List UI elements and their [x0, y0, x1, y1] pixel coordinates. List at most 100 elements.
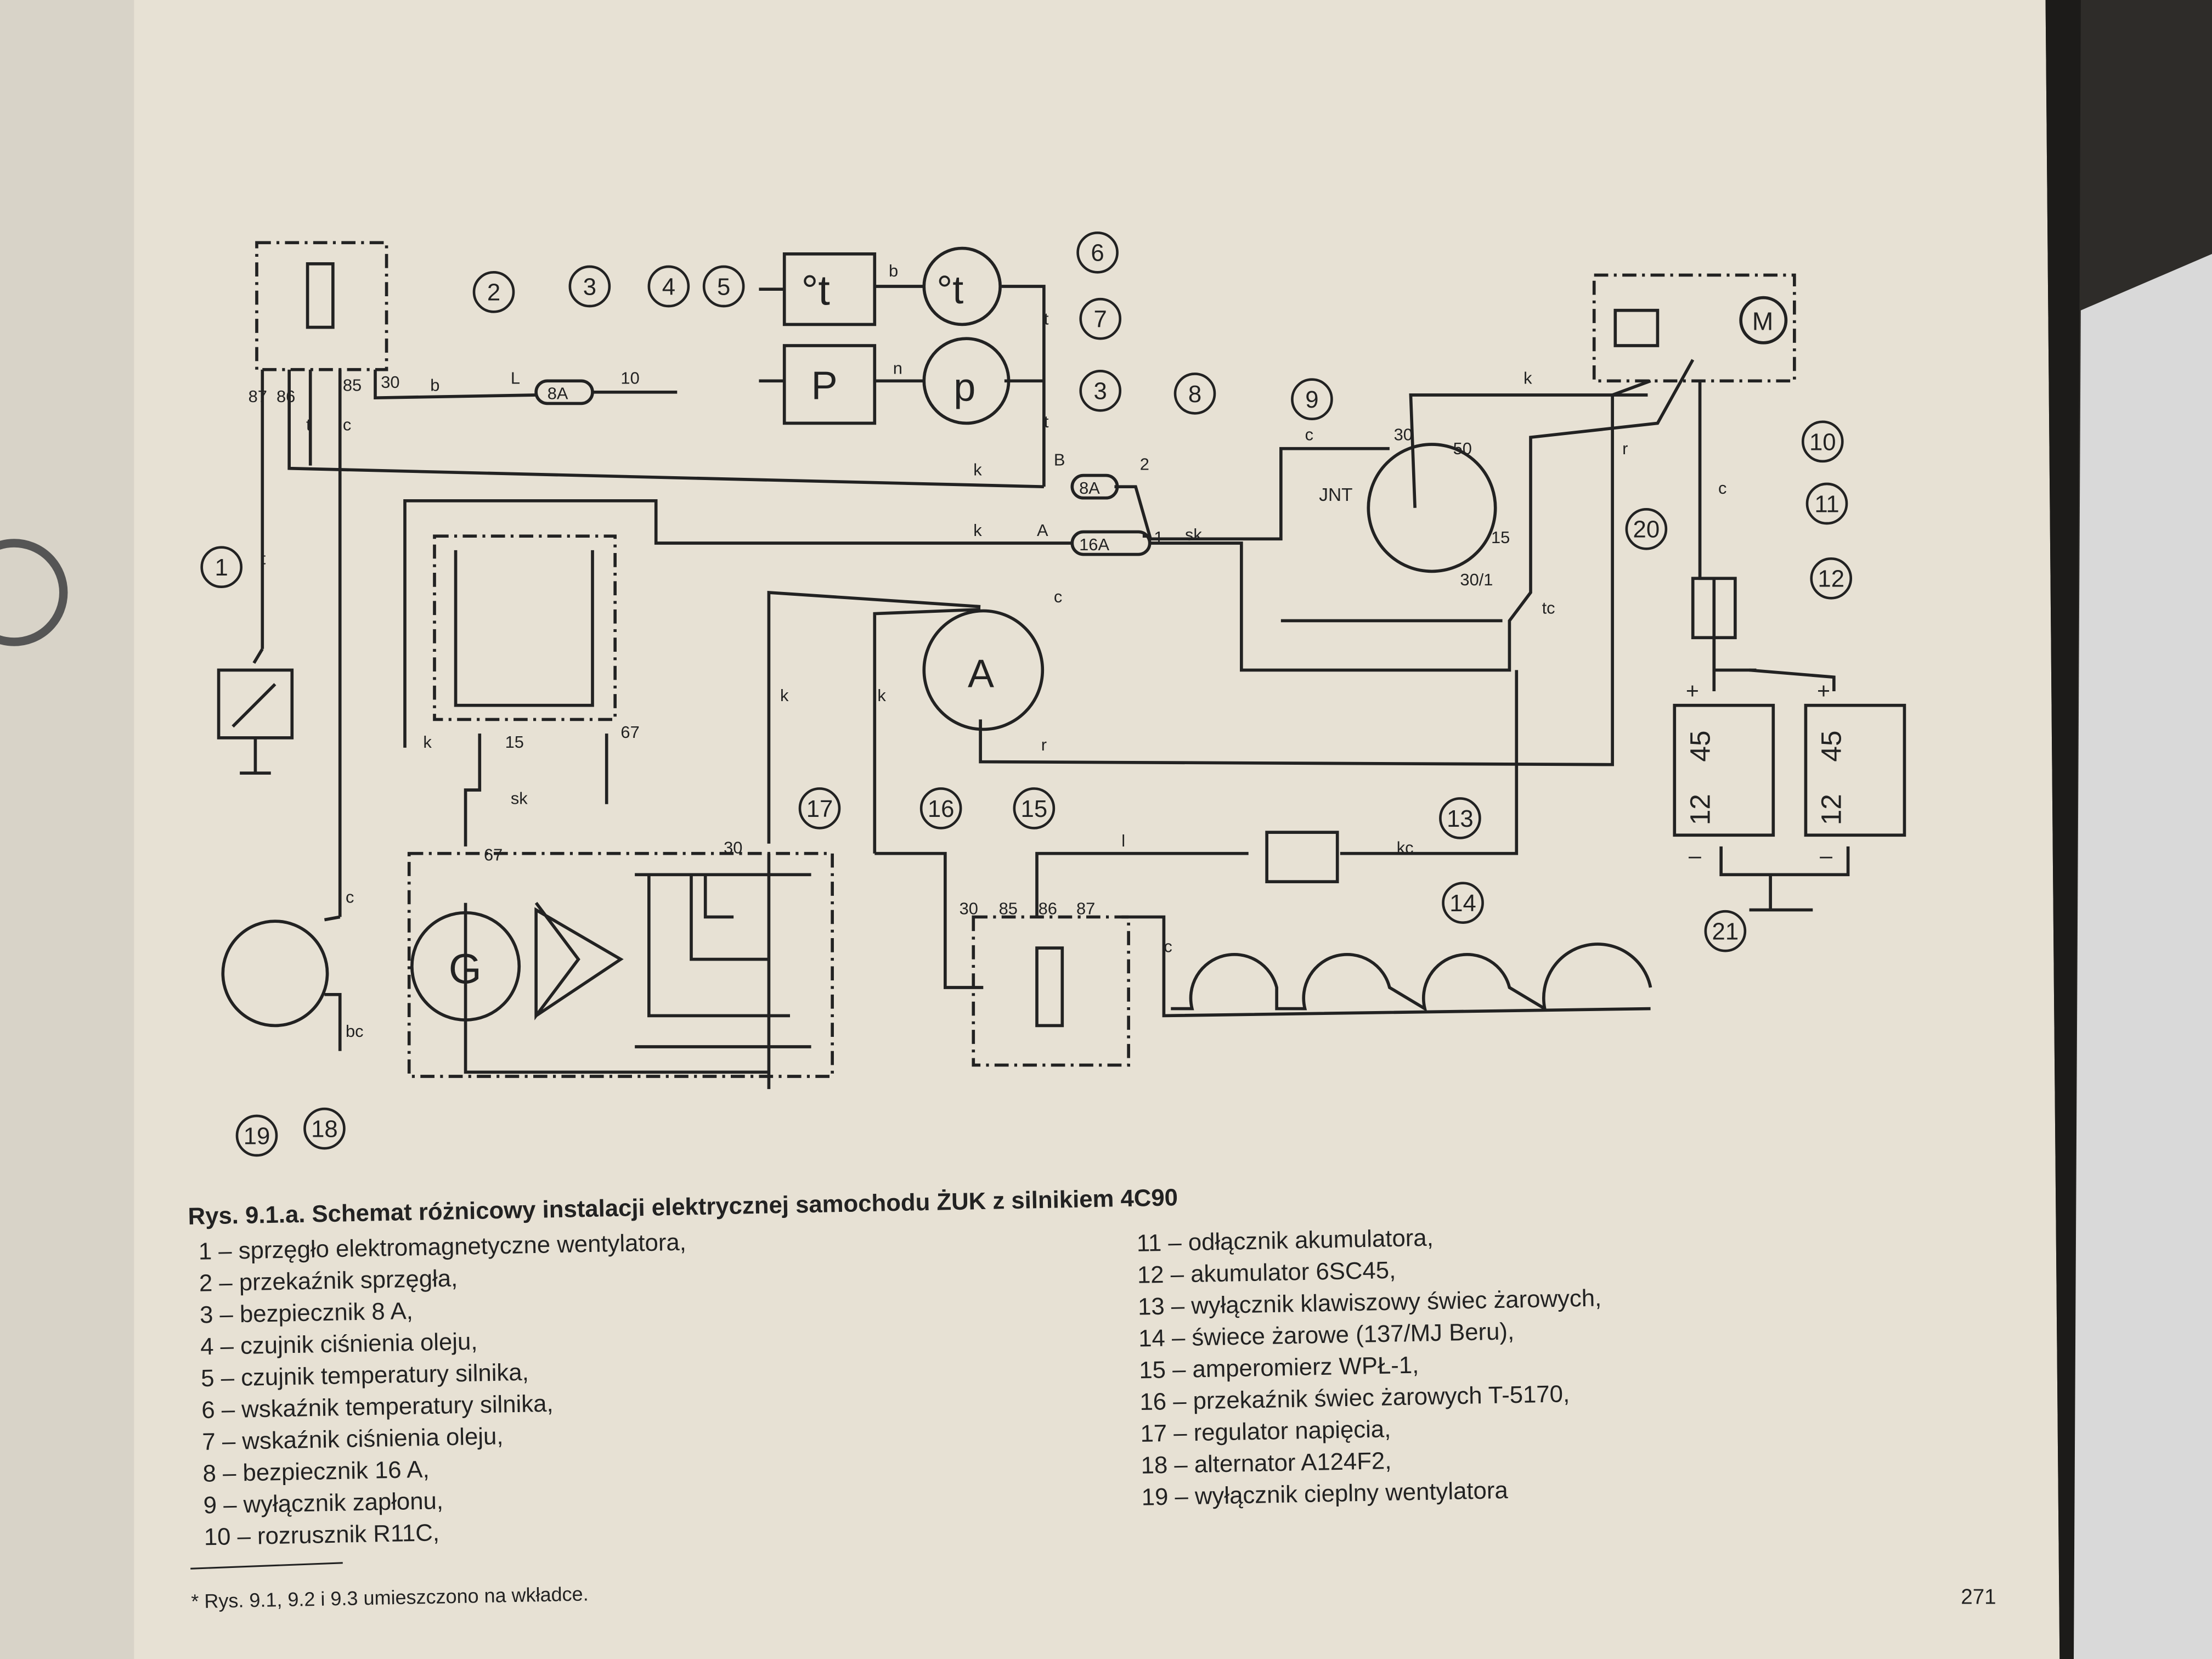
pressure-gauge-7: [922, 337, 1011, 425]
temp-sensor-5: [782, 252, 877, 326]
wire-label: 85: [343, 375, 362, 394]
legend-item: 4 – czujnik ciśnienia oleju,: [200, 1328, 478, 1361]
temp-gauge-symbol: °t: [936, 268, 963, 312]
wire-label: k: [973, 521, 982, 540]
wire-label: c: [1054, 587, 1062, 606]
wire-label: k: [780, 686, 789, 705]
starter-motor-m: [1739, 296, 1788, 345]
callout-number: 3: [583, 273, 596, 300]
callout-circle: [1076, 231, 1119, 274]
callout-number: 13: [1447, 805, 1474, 832]
callout-number: 9: [1305, 386, 1318, 413]
wire-label: t: [261, 549, 266, 568]
generator-g: [410, 911, 521, 1022]
left-page-edge: [0, 0, 142, 1659]
ammeter-15: [922, 609, 1045, 731]
wire-label: l: [1121, 831, 1125, 850]
generator-symbol: G: [449, 945, 482, 992]
wire-label: k: [877, 686, 886, 705]
starter-motor-symbol: M: [1752, 307, 1774, 336]
callout-circle: [1013, 787, 1056, 830]
wire-label: c: [1305, 425, 1313, 444]
callout-number: 4: [662, 273, 675, 300]
book-cover-edge: [2045, 0, 2081, 1659]
wire-label: 30: [1394, 425, 1413, 444]
wire-label: 50: [1453, 439, 1472, 458]
legend-item: 3 – bezpiecznik 8 A,: [200, 1297, 414, 1328]
wire-label: c: [1718, 478, 1726, 498]
callout-circle: [303, 1107, 346, 1150]
wire-label: B: [1054, 450, 1065, 470]
legend-item: 9 – wyłącznik zapłonu,: [203, 1487, 443, 1519]
pressure-sensor-symbol: P: [811, 364, 838, 408]
wire-label: t: [306, 415, 311, 434]
wire-label: r: [1041, 735, 1047, 754]
wire-label: tc: [1542, 599, 1555, 618]
wire-label: n: [893, 358, 902, 377]
wire-label: sk: [1185, 525, 1202, 544]
callout-circle: [1805, 482, 1848, 525]
ammeter-symbol: A: [968, 652, 994, 696]
wire-label: b: [889, 261, 898, 280]
callout-circle: [1291, 378, 1333, 421]
fuse-3a: [534, 379, 594, 405]
callout-circle: [235, 1114, 278, 1157]
callout-number: 5: [717, 273, 730, 300]
pressure-gauge-symbol: p: [953, 365, 975, 409]
wire-label: 86: [276, 387, 295, 406]
legend-item: 11 – odłącznik akumulatora,: [1136, 1224, 1434, 1257]
wire-label: b: [430, 375, 439, 394]
components: [221, 246, 1788, 1028]
component-symbols: °t °t P p A G M JNT 8A 8A 16A + + – – 12…: [449, 267, 1847, 992]
wire-label: 67: [620, 723, 639, 742]
wire-label: A: [1037, 521, 1048, 540]
callout-number: 8: [1188, 381, 1201, 408]
callout-circle: [919, 787, 962, 830]
callout-circle: [1079, 369, 1122, 412]
legend-item: 12 – akumulator 6SC45,: [1137, 1257, 1396, 1289]
callout-circle: [798, 787, 841, 830]
fuse-label: 16A: [1079, 535, 1109, 554]
battery-capacity: 45: [1684, 730, 1716, 761]
callout-number: 6: [1091, 240, 1104, 267]
callout-number: 11: [1814, 490, 1839, 517]
callout-number: 12: [1818, 566, 1844, 592]
callout-number: 10: [1809, 428, 1836, 455]
legend-item: 5 – czujnik temperatury silnika,: [201, 1359, 529, 1392]
wire-label: t: [1044, 412, 1049, 431]
callout-number: 7: [1094, 306, 1107, 333]
wire-label: L: [511, 368, 520, 387]
callout-circle: [1704, 910, 1747, 952]
callout-circle: [472, 270, 515, 313]
callout-number: 3: [1094, 378, 1107, 405]
callout-number: 17: [806, 795, 833, 822]
wire-label: 85: [999, 899, 1018, 918]
callout-circle: [1801, 420, 1844, 463]
callout-number: 2: [487, 279, 500, 306]
wire-label: c: [346, 888, 354, 907]
wire-label: 10: [620, 368, 639, 387]
legend-item: 2 – przekaźnik sprzęgła,: [199, 1265, 458, 1297]
callout-number: 1: [215, 554, 228, 581]
page-paper: [134, 0, 2060, 1659]
callout-circle: [200, 546, 243, 589]
fuse-3b: [1070, 473, 1119, 500]
temp-gauge-6: [922, 246, 1002, 326]
callout-circle: [702, 265, 745, 308]
battery-minus: –: [1820, 843, 1832, 868]
footnote-divider: [190, 1562, 343, 1570]
pressure-sensor-4: [782, 344, 877, 425]
wire-label: 67: [484, 845, 503, 865]
left-page-wheel-figure: [0, 539, 68, 646]
wires: [217, 241, 1906, 1090]
battery-voltage: 12: [1815, 794, 1847, 825]
fuse-8: [1070, 530, 1152, 556]
fuse-label: 8A: [548, 384, 568, 403]
legend-item: 15 – amperomierz WPŁ-1,: [1139, 1352, 1419, 1384]
battery-plus: +: [1686, 678, 1699, 703]
callout-number: 19: [244, 1122, 270, 1149]
callout-circle: [1810, 557, 1853, 600]
callout-circle: [1439, 797, 1481, 839]
wire-label: 30: [960, 899, 978, 918]
